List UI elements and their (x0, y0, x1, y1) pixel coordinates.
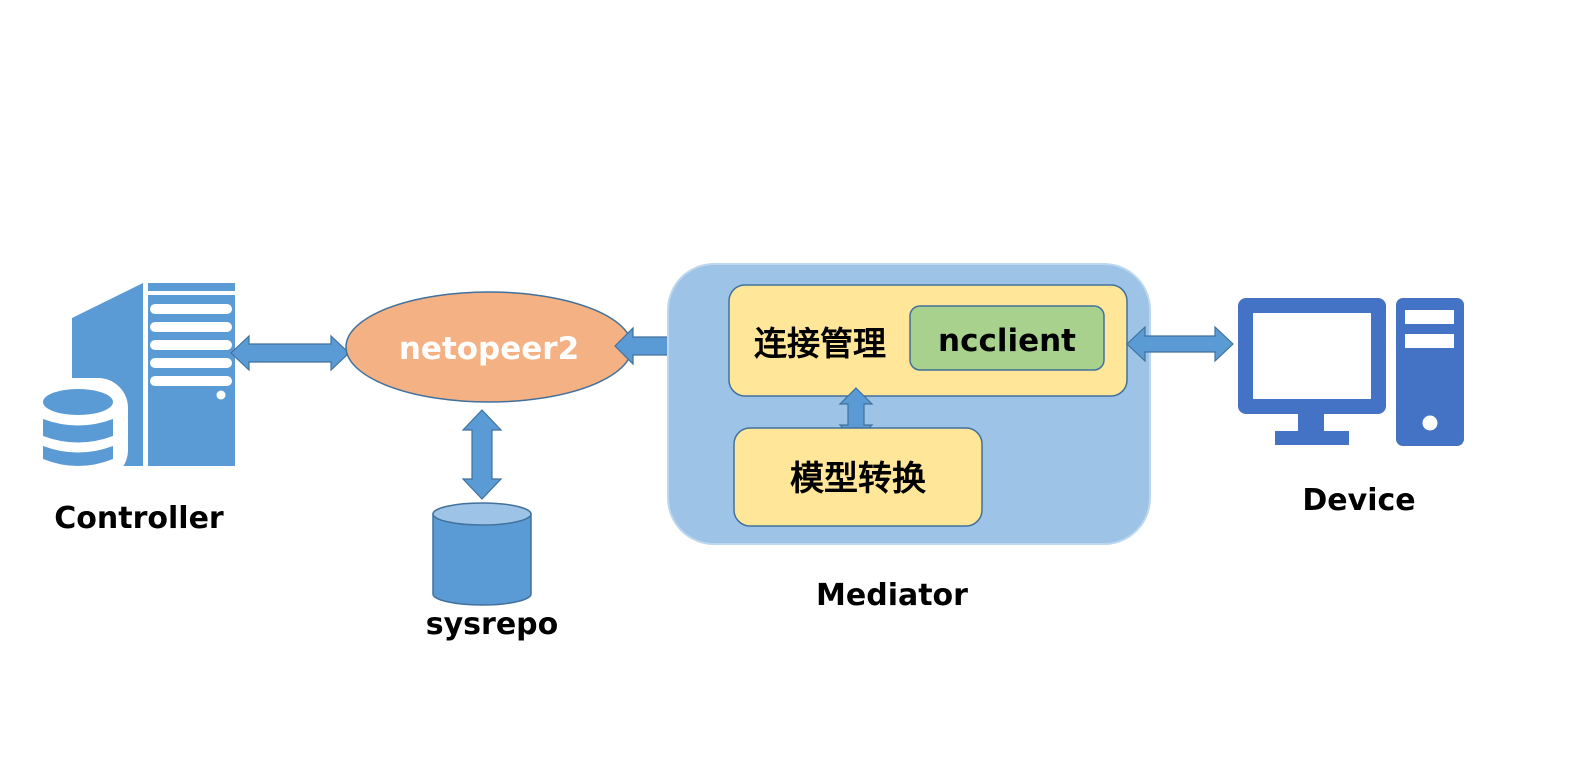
mediator-label: Mediator (816, 578, 968, 613)
netopeer-sysrepo-arrow (461, 409, 503, 500)
sysrepo-label: sysrepo (426, 607, 559, 642)
model-conversion-label: 模型转换 (790, 459, 926, 499)
model-conversion-module (733, 427, 983, 527)
controller-netopeer-arrow (230, 334, 350, 372)
device-label: Device (1302, 483, 1415, 518)
desktop-computer-icon (1238, 298, 1464, 446)
ncclient-label: ncclient (938, 323, 1076, 359)
connection-management-label: 连接管理 (754, 324, 886, 363)
ncclient-box (909, 305, 1105, 371)
server-with-database-icon (38, 283, 235, 480)
mediator-device-arrow (1126, 325, 1234, 363)
controller-label: Controller (54, 501, 224, 536)
netopeer2-label: netopeer2 (399, 331, 579, 367)
database-cylinder-icon (432, 502, 532, 606)
